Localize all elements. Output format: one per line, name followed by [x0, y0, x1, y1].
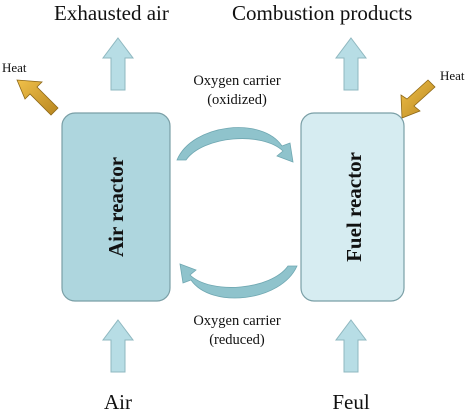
oxidized-carrier-line1: Oxygen carrier [193, 73, 281, 89]
oxidized-carrier-line2: (oxidized) [207, 92, 267, 108]
fuel-reactor-box [300, 112, 405, 302]
reduced-carrier-line1: Oxygen carrier [193, 313, 281, 329]
heat-right-arrow [400, 79, 436, 119]
air-reactor-label: Air reactor [104, 157, 128, 257]
fuel-inflow-arrow [335, 319, 367, 373]
heat-right-label: Heat [440, 68, 465, 83]
air-inflow-arrow [102, 319, 134, 373]
exhausted-air-arrow [102, 37, 134, 91]
fuel-reactor-label: Fuel reactor [342, 152, 366, 262]
combustion-products-label: Combustion products [232, 1, 412, 25]
reduced-flow-arrow [179, 263, 298, 299]
air-reactor-box [61, 112, 171, 302]
heat-left-arrow [16, 79, 59, 116]
fuel-label: Feul [332, 390, 370, 413]
oxidized-flow-arrow [176, 127, 294, 163]
air-label: Air [104, 390, 132, 413]
combustion-products-arrow [335, 37, 367, 91]
reduced-carrier-line2: (reduced) [209, 332, 265, 348]
heat-left-label: Heat [2, 60, 27, 75]
exhausted-air-label: Exhausted air [54, 1, 169, 25]
